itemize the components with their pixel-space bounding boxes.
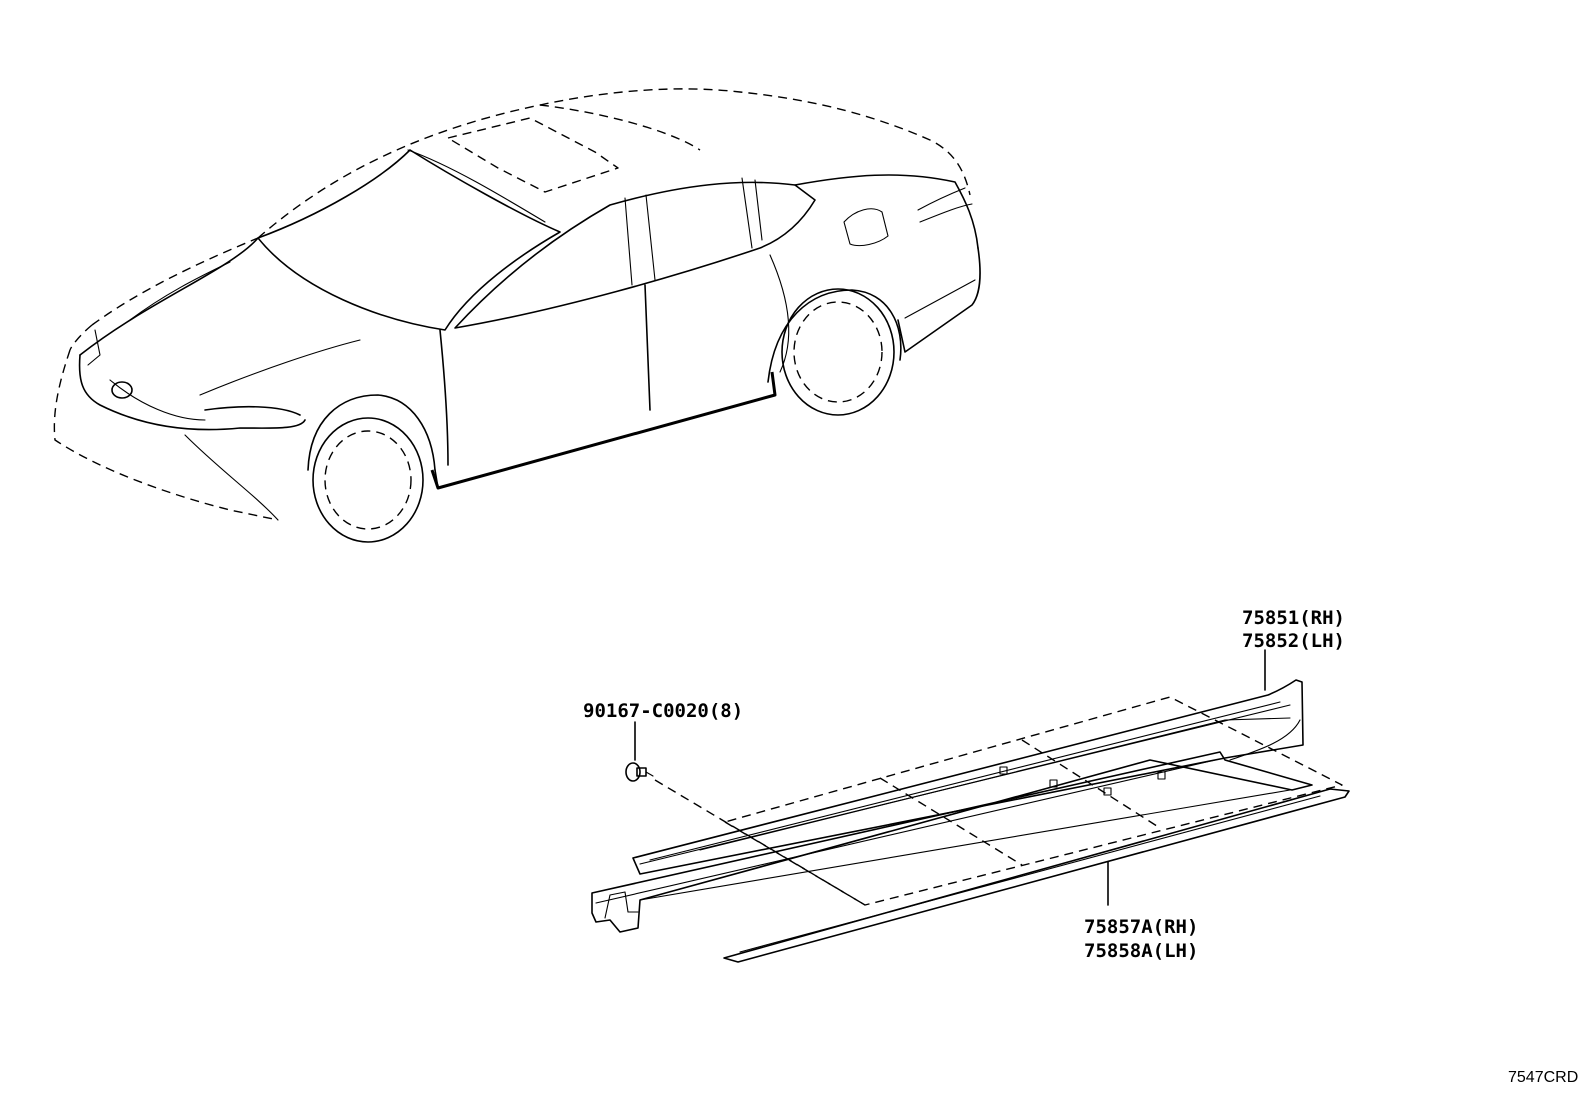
part-number-75857a: 75857A(RH) bbox=[1084, 916, 1198, 938]
side-skirt-part bbox=[632, 679, 1304, 875]
part-number-75852: 75852(LH) bbox=[1242, 630, 1345, 652]
illustration-code: 7547CRD bbox=[1508, 1069, 1578, 1086]
parts-exploded-view bbox=[591, 679, 1350, 963]
leader-lines bbox=[634, 649, 1266, 906]
skirt-extension-part bbox=[723, 788, 1350, 963]
part-number-90167: 90167-C0020(8) bbox=[583, 700, 743, 722]
assembly-phantom-lines bbox=[654, 696, 1343, 906]
clip-part bbox=[625, 762, 654, 782]
callout-skirt-extension: 75857A(RH) 75858A(LH) bbox=[1084, 916, 1198, 962]
part-number-75851: 75851(RH) bbox=[1242, 607, 1345, 629]
callout-side-skirt: 75851(RH) 75852(LH) bbox=[1242, 607, 1345, 652]
car-illustration bbox=[53, 88, 981, 543]
part-number-75858a: 75858A(LH) bbox=[1084, 940, 1198, 962]
callout-clip: 90167-C0020(8) bbox=[583, 700, 743, 722]
